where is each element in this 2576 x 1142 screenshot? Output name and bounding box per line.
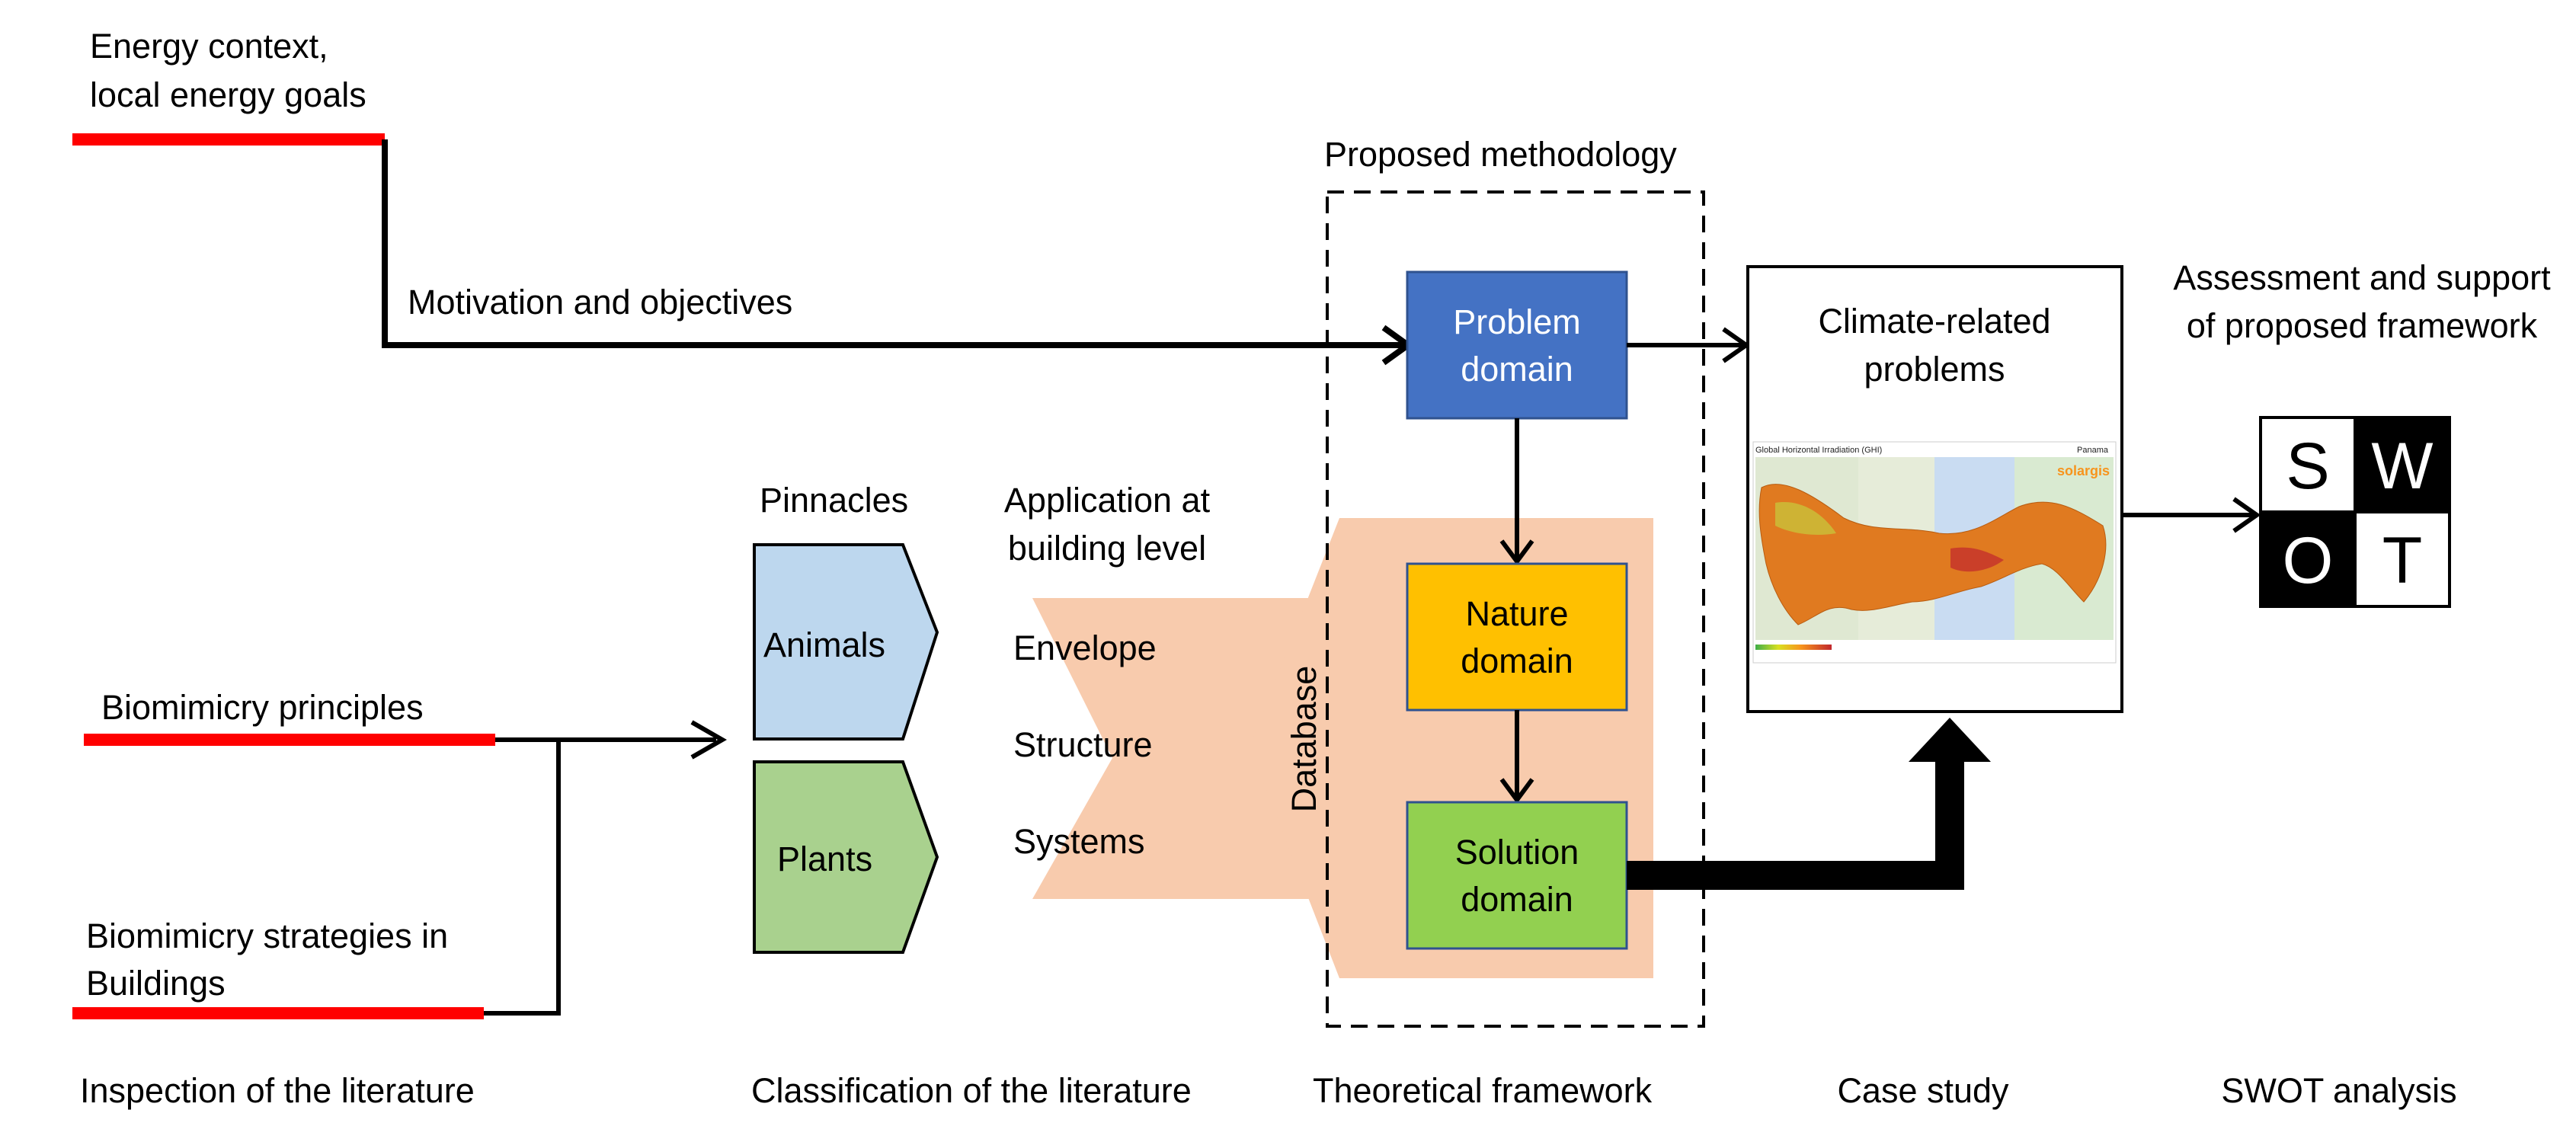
motivation-connector [382, 139, 1406, 348]
problem-domain-line1: Problem [1453, 302, 1581, 341]
map-legend-bar [1755, 645, 1832, 650]
biomimicry-principles-label: Biomimicry principles [101, 688, 424, 727]
case-title-line2: problems [1864, 350, 2005, 389]
panama-ghi-map: Global Horizontal Irradiation (GHI) Pana… [1752, 441, 2117, 664]
nature-domain-line2: domain [1461, 641, 1573, 680]
plants-chevron [753, 760, 939, 954]
swot-o-letter: O [2283, 524, 2334, 597]
application-heading-line2: building level [1008, 529, 1206, 568]
methodology-dashed-frame [1326, 190, 1705, 1028]
plants-label: Plants [777, 840, 872, 878]
literature-arrowhead [690, 720, 728, 760]
problem-to-nature-arrowhead [1499, 539, 1534, 566]
energy-red-bar [72, 133, 385, 146]
solution-domain-line1: Solution [1455, 833, 1579, 872]
systems-label: Systems [1013, 822, 1145, 861]
swot-w-cell [2354, 416, 2451, 513]
energy-context-input: Energy context, local energy goals [72, 27, 385, 146]
map-country-shape [1758, 484, 2107, 625]
solution-domain-line2: domain [1461, 880, 1573, 919]
pinnacles-heading: Pinnacles [760, 481, 908, 520]
stage-case-study: Case study [1837, 1071, 2009, 1110]
animals-chevron [753, 543, 939, 741]
motivation-label: Motivation and objectives [408, 283, 792, 321]
stage-theoretical: Theoretical framework [1313, 1071, 1653, 1110]
map-brand: solargis [2057, 463, 2110, 478]
energy-context-label: Energy context, [90, 27, 328, 66]
problem-domain-box [1406, 270, 1628, 420]
biomimicry-strategies-input: Biomimicry strategies in Buildings [72, 916, 484, 1019]
swot-t-letter: T [2382, 524, 2423, 597]
nature-domain-line1: Nature [1465, 594, 1568, 633]
stage-classification: Classification of the literature [751, 1071, 1192, 1110]
methodology-title: Proposed methodology [1324, 135, 1677, 174]
solution-domain-box [1406, 801, 1628, 950]
envelope-label: Envelope [1013, 629, 1157, 667]
swot-w-letter: W [2371, 430, 2433, 503]
strategies-label-line1: Biomimicry strategies in [86, 916, 448, 955]
stage-inspection: Inspection of the literature [80, 1071, 475, 1110]
case-title-line1: Climate-related [1818, 302, 2050, 341]
problem-domain-line2: domain [1461, 350, 1573, 389]
principles-red-bar [84, 734, 495, 746]
nature-domain-box [1406, 562, 1628, 712]
swot-grid: S W O T [2259, 416, 2451, 608]
swot-o-cell [2259, 510, 2357, 608]
local-energy-goals-label: local energy goals [90, 75, 366, 114]
assessment-line2: of proposed framework [2187, 306, 2538, 345]
swot-s-letter: S [2286, 430, 2329, 503]
case-to-swot-arrowhead [2232, 497, 2261, 533]
map-title: Global Horizontal Irradiation (GHI) [1755, 446, 1882, 455]
map-high-irradiation-zone [1950, 547, 2004, 572]
nature-to-solution-arrowhead [1499, 778, 1534, 805]
animals-label: Animals [763, 625, 885, 664]
strategies-red-bar [72, 1007, 484, 1019]
stage-swot: SWOT analysis [2221, 1071, 2456, 1110]
application-heading-line1: Application at [1004, 481, 1211, 520]
swot-t-cell [2354, 510, 2451, 608]
biomimicry-principles-input: Biomimicry principles [84, 688, 495, 746]
assessment-line1: Assessment and support [2173, 258, 2551, 297]
swot-s-cell [2259, 416, 2357, 513]
map-highland-west [1775, 502, 1836, 535]
map-country: Panama [2077, 446, 2109, 455]
strategies-label-line2: Buildings [86, 964, 226, 1003]
strategies-connector [484, 740, 561, 1016]
structure-label: Structure [1013, 725, 1153, 764]
solution-to-case-thick-arrow [1909, 718, 1991, 890]
database-label: Database [1285, 666, 1323, 813]
